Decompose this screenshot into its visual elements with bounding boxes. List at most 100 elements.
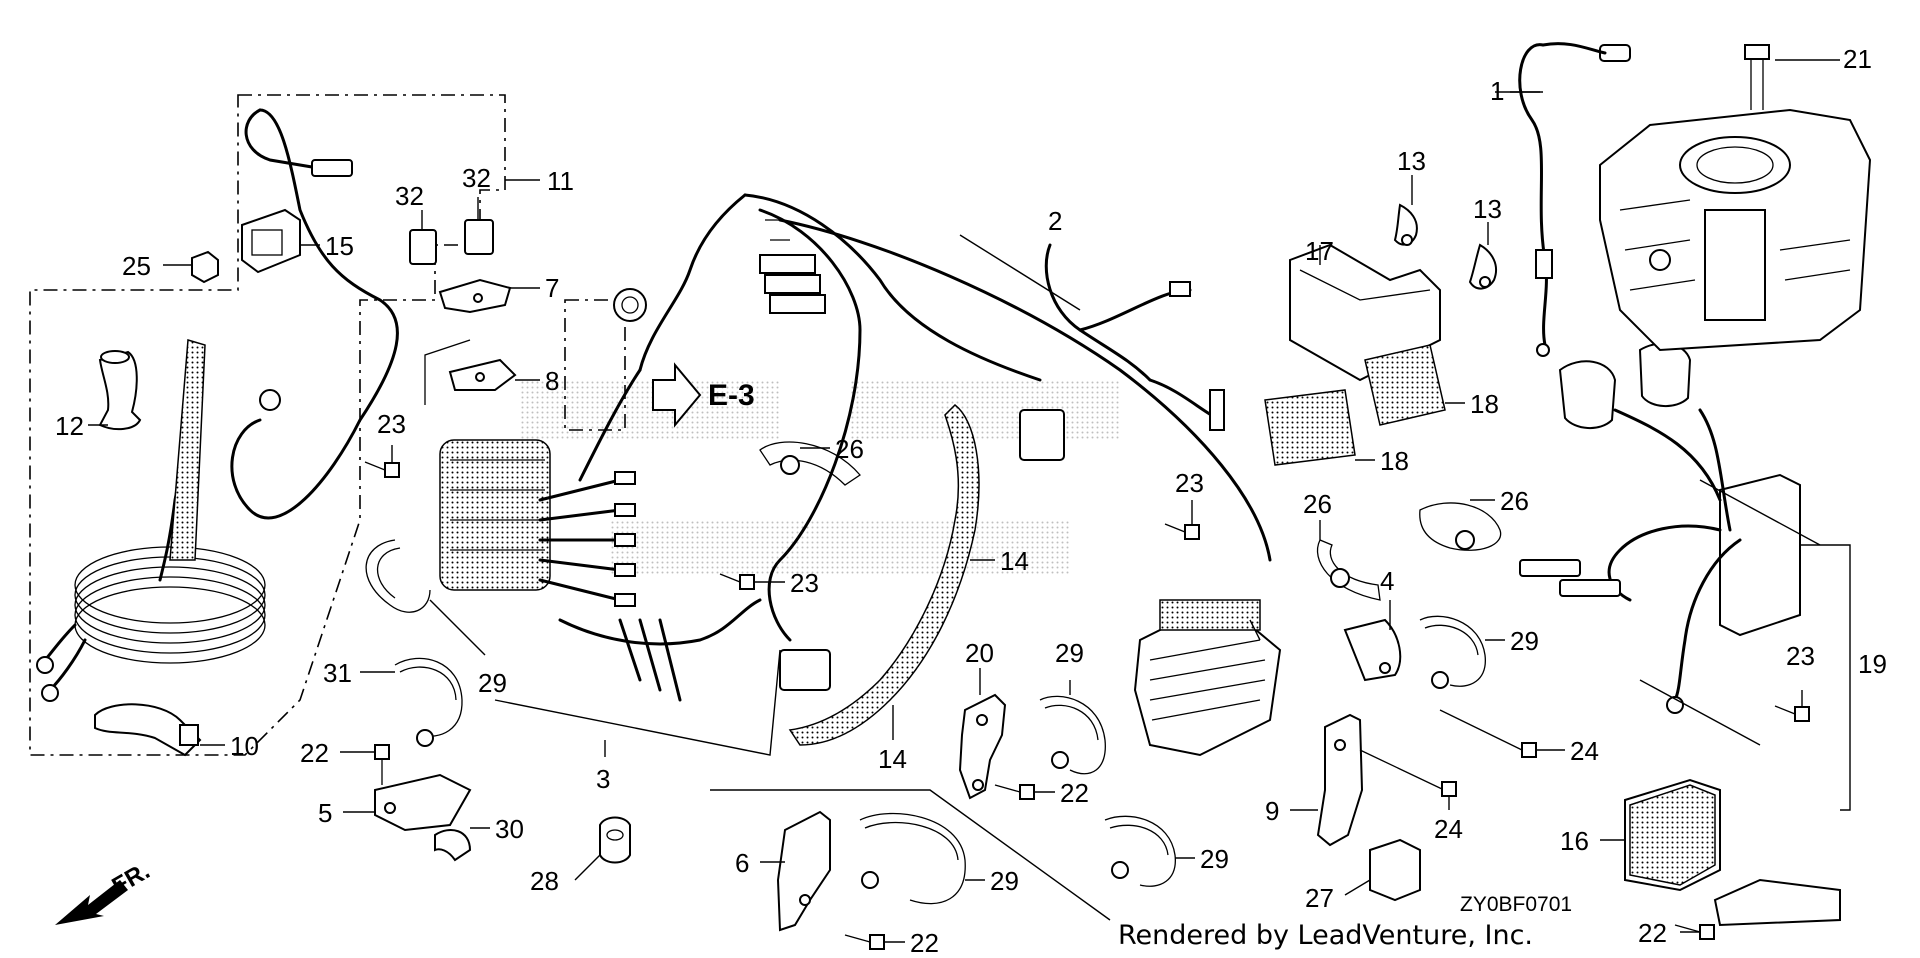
part-13-clip-b: [1468, 243, 1498, 290]
part-31-band: [394, 657, 463, 747]
callout-29a: 29: [478, 668, 507, 698]
part-4-bracket: [1343, 618, 1402, 682]
part-32-connector-b: [464, 219, 494, 255]
callout-26c: 26: [1500, 486, 1529, 516]
part-30-clip: [434, 829, 472, 862]
callout-23b: 23: [790, 568, 819, 598]
callout-7: 7: [545, 273, 559, 303]
callout-27: 27: [1305, 883, 1334, 913]
callout-29e: 29: [1200, 844, 1229, 874]
callout-13b: 13: [1473, 194, 1502, 224]
part-26-band-a: [759, 441, 861, 486]
part-14-spiral-tube: [788, 404, 980, 746]
callout-20: 20: [965, 638, 994, 668]
callout-22a: 22: [300, 738, 329, 768]
callout-17: 17: [1305, 236, 1334, 266]
callout-11: 11: [547, 166, 574, 196]
engine-outline: [1599, 108, 1872, 352]
part-32-connector-a: [409, 229, 437, 265]
part-22-bolt-b: [994, 784, 1035, 800]
callout-26b: 26: [1303, 489, 1332, 519]
callout-31: 31: [323, 658, 352, 688]
callout-18a: 18: [1470, 389, 1499, 419]
part-23-bolt-b: [719, 573, 755, 590]
callout-16: 16: [1560, 826, 1589, 856]
callout-6: 6: [735, 848, 749, 878]
callout-23d: 23: [1786, 641, 1815, 671]
front-arrow: FR.: [55, 857, 154, 925]
part-1-cable: [1518, 42, 1631, 357]
part-26-band-c: [1419, 502, 1502, 551]
part-3-main-harness: [439, 193, 1272, 702]
part-24-bolt-a: [1439, 709, 1537, 758]
callout-14a: 14: [1000, 546, 1029, 576]
reference-e3-label: E-3: [708, 379, 755, 412]
part-9-bracket: [1316, 713, 1364, 847]
reference-e3: E-3: [652, 362, 755, 428]
part-15-cover: [241, 208, 301, 274]
part-18-pad-a: [1364, 344, 1446, 426]
background-watermark: [520, 380, 1120, 575]
part-16-panel: [1624, 778, 1841, 927]
callout-23a: 23: [377, 409, 406, 439]
callout-29b: 29: [1055, 638, 1084, 668]
part-27-connector: [1369, 838, 1421, 902]
callout-labels: 1 2 3 4 5 6 7 8 9 10 11 12 13 13 14 14 1…: [55, 44, 1887, 958]
part-13-clip-a: [1393, 203, 1418, 246]
callout-8: 8: [545, 366, 559, 396]
part-22-bolt-a: [374, 744, 390, 785]
part-29-band-c: [1419, 615, 1486, 689]
callout-13a: 13: [1397, 146, 1426, 176]
part-7-clip: [438, 278, 512, 314]
callout-5: 5: [318, 798, 332, 828]
part-17-bracket-plate: [1289, 243, 1441, 382]
callout-32a: 32: [395, 181, 424, 211]
part-19-cdi-unit: [1519, 342, 1801, 714]
group-outline-11: [29, 94, 626, 756]
callout-26a: 26: [835, 434, 864, 464]
callout-30: 30: [495, 814, 524, 844]
callout-25: 25: [122, 251, 151, 281]
callout-24b: 24: [1434, 814, 1463, 844]
callout-22b: 22: [1060, 778, 1089, 808]
part-12-boot: [98, 350, 142, 431]
callout-19: 19: [1858, 649, 1887, 679]
callout-1: 1: [1490, 76, 1504, 106]
callout-2: 2: [1048, 206, 1062, 236]
part-29-band-b: [1039, 695, 1106, 775]
part-24-bolt-b: [1359, 749, 1457, 797]
part-29-band-a: [365, 539, 431, 613]
callout-18b: 18: [1380, 446, 1409, 476]
callout-24a: 24: [1570, 736, 1599, 766]
diagram-code: ZY0BF0701: [1460, 893, 1573, 916]
regulator-rectifier: [1133, 599, 1282, 757]
callout-15: 15: [325, 231, 354, 261]
part-21-bolt: [1744, 44, 1770, 110]
part-29-band-e: [1104, 815, 1176, 887]
render-credit: Rendered by LeadVenture, Inc.: [1118, 920, 1534, 951]
part-8-clip: [424, 339, 517, 405]
part-5-stay: [374, 773, 472, 832]
part-10-clamp: [94, 703, 202, 757]
part-29-band-d: [859, 812, 966, 905]
callout-32b: 32: [462, 163, 491, 193]
part-11-battery-cable: [36, 108, 399, 702]
part-22-bolt-c: [844, 934, 885, 950]
part-23-bolt-a: [364, 461, 400, 478]
part-18-pad-b: [1264, 389, 1356, 466]
callout-22d: 22: [1638, 918, 1667, 948]
callout-28: 28: [530, 866, 559, 896]
part-23-bolt-c: [1164, 523, 1200, 540]
callout-21: 21: [1843, 44, 1872, 74]
callout-14b: 14: [878, 744, 907, 774]
part-6-bracket: [776, 810, 831, 932]
callout-12: 12: [55, 411, 84, 441]
callout-10: 10: [230, 731, 259, 761]
callout-29d: 29: [990, 866, 1019, 896]
callout-3: 3: [596, 764, 610, 794]
callout-22c: 22: [910, 928, 939, 958]
part-25-nut: [191, 250, 219, 284]
callout-4: 4: [1380, 566, 1394, 596]
callout-23c: 23: [1175, 468, 1204, 498]
